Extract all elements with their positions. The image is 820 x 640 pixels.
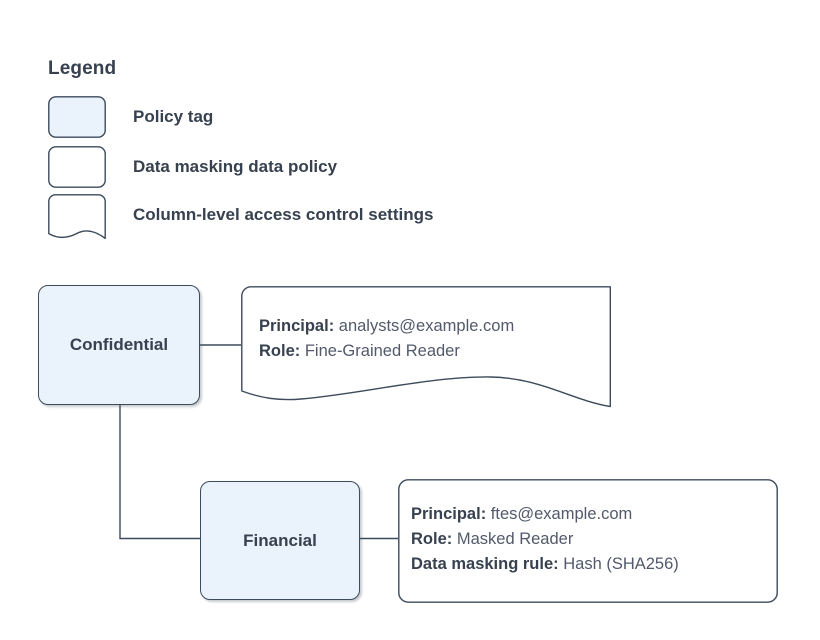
note-financial-shape	[398, 479, 778, 603]
legend-label-column-access: Column-level access control settings	[133, 205, 434, 224]
legend-item-policy-tag: Policy tag	[0, 96, 820, 142]
edge-confidential-to-financial	[119, 405, 200, 540]
policy-tag-swatch-icon	[48, 96, 106, 138]
column-access-swatch-icon	[48, 194, 106, 240]
note-confidential-text: Principal: analysts@example.com Role: Fi…	[259, 314, 514, 364]
legend-item-data-masking-policy: Data masking data policy	[0, 146, 820, 192]
note-value: Fine-Grained Reader	[304, 342, 460, 360]
note-financial[interactable]: Principal: ftes@example.com Role: Masked…	[398, 479, 778, 603]
node-confidential[interactable]: Confidential	[38, 285, 200, 405]
note-value: ftes@example.com	[490, 505, 633, 523]
note-line: Principal: analysts@example.com	[259, 314, 514, 339]
note-key: Principal:	[411, 505, 487, 523]
note-confidential-shape	[241, 286, 611, 408]
legend-label-data-masking-policy: Data masking data policy	[133, 157, 338, 176]
note-line: Role: Fine-Grained Reader	[259, 339, 514, 364]
note-key: Data masking rule:	[411, 555, 559, 573]
data-masking-policy-swatch-icon	[48, 146, 106, 188]
legend-title: Legend	[48, 58, 117, 79]
note-key: Role:	[411, 530, 453, 548]
note-key: Role:	[259, 342, 301, 360]
note-value: Hash (SHA256)	[563, 555, 679, 573]
note-confidential[interactable]: Principal: analysts@example.com Role: Fi…	[241, 286, 621, 412]
node-confidential-label: Confidential	[69, 335, 169, 354]
note-financial-text: Principal: ftes@example.com Role: Masked…	[411, 502, 679, 577]
note-line: Data masking rule: Hash (SHA256)	[411, 552, 679, 577]
node-financial[interactable]: Financial	[200, 481, 360, 600]
node-financial-label: Financial	[243, 530, 317, 550]
legend: Legend Policy tag Data masking data poli…	[0, 0, 820, 250]
note-value: Masked Reader	[456, 530, 574, 548]
note-line: Principal: ftes@example.com	[411, 502, 679, 527]
legend-item-column-access: Column-level access control settings	[0, 194, 820, 240]
legend-label-policy-tag: Policy tag	[133, 107, 214, 126]
note-key: Principal:	[259, 317, 335, 335]
note-line: Role: Masked Reader	[411, 527, 679, 552]
note-value: analysts@example.com	[338, 317, 515, 335]
